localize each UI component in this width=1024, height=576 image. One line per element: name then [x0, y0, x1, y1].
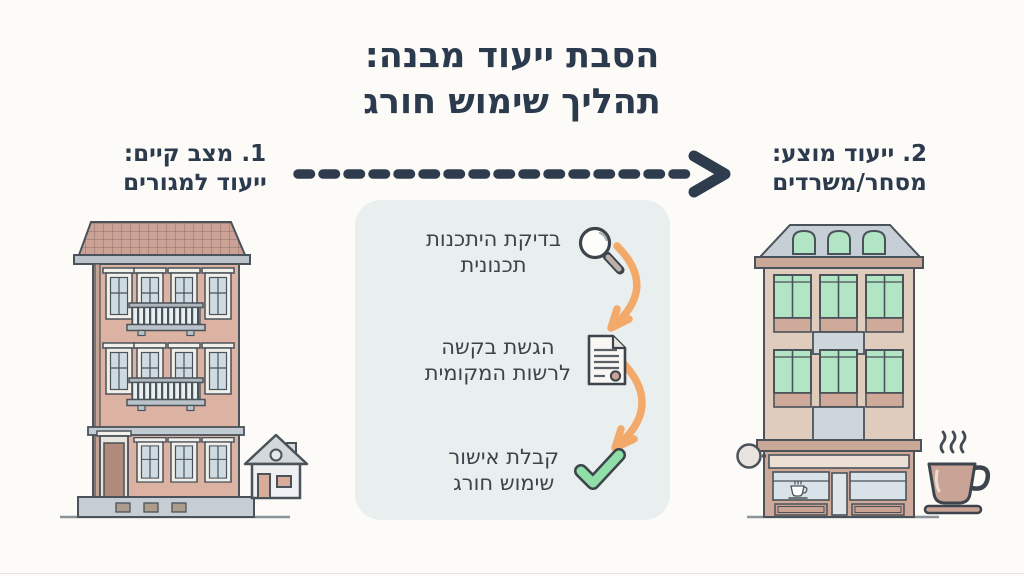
document-icon [587, 334, 627, 386]
shop-door [831, 472, 848, 516]
step-feasibility-check: בדיקת היתכנות תכנונית [426, 224, 628, 280]
residential-building-illustration [60, 221, 290, 519]
arrow-head [688, 150, 731, 198]
roof-cornice [73, 254, 251, 265]
step-receive-approval: קבלת אישור שימוש חורג [448, 444, 628, 496]
page-title: הסבת ייעוד מבנה: תהליך שימוש חורג [262, 34, 762, 125]
step-feasibility-line2: תכנונית [460, 253, 527, 277]
dotted-arrow-right-icon [293, 150, 731, 198]
commercial-building-illustration [736, 224, 939, 519]
balcony-slab-lower [812, 406, 865, 441]
label-existing-state: 1. מצב קיים: ייעוד למגורים [55, 140, 335, 199]
step-approval-line2: שימוש חורג [453, 471, 555, 496]
shop-window-right [849, 471, 907, 501]
step-approval-line1: קבלת אישור [448, 445, 559, 469]
step-feasibility-text: בדיקת היתכנות תכנונית [426, 226, 561, 278]
step-submit-text: הגשת בקשה לרשות המקומית [425, 334, 571, 386]
floor-band [87, 426, 245, 436]
step-approval-text: קבלת אישור שימוש חורג [448, 444, 559, 496]
process-panel: בדיקת היתכנות תכנונית הגשת בקשה לרשות המ… [355, 200, 670, 520]
curved-arrow-2-head [611, 425, 638, 452]
shop-sign [736, 443, 762, 469]
coffee-logo [788, 480, 808, 499]
step-submit-line1: הגשת בקשה [441, 334, 555, 359]
coffee-cup-icon [923, 430, 991, 515]
curved-orange-arrows-icon [607, 242, 646, 452]
curved-arrow-2 [612, 361, 646, 451]
step-submit-line2: לרשות המקומית [424, 361, 571, 385]
bulkhead-right [851, 503, 905, 516]
step-submit-application: הגשת בקשה לרשות המקומית [425, 332, 630, 388]
curved-arrow-1-head [607, 305, 633, 332]
storefront-fascia [768, 454, 910, 469]
check-icon [574, 448, 626, 491]
label-existing-line2: ייעוד למגורים [123, 170, 267, 197]
step-feasibility-line1: בדיקת היתכנות [426, 226, 561, 251]
bulkhead-left [774, 503, 828, 516]
page-title-line1: הסבת ייעוד מבנה: [364, 36, 660, 76]
house-icon [243, 433, 309, 500]
label-existing-line1: 1. מצב קיים: [123, 141, 267, 167]
label-proposed-line2: מסחר/משרדים [772, 170, 927, 197]
label-proposed-line1: 2. ייעוד מוצע: [771, 141, 928, 167]
roof-cornice [754, 256, 924, 269]
magnifier-icon [578, 226, 625, 275]
curved-arrow-1 [608, 242, 641, 331]
page-title-line2: תהליך שימוש חורג [363, 81, 661, 122]
entrance-door [103, 442, 125, 498]
storefront-cornice [756, 439, 922, 452]
bottom-edge-line [0, 573, 1024, 574]
tiled-roof [77, 221, 247, 256]
base-plinth [77, 496, 255, 518]
label-proposed-state: 2. ייעוד מוצע: מסחר/משרדים [702, 140, 997, 199]
